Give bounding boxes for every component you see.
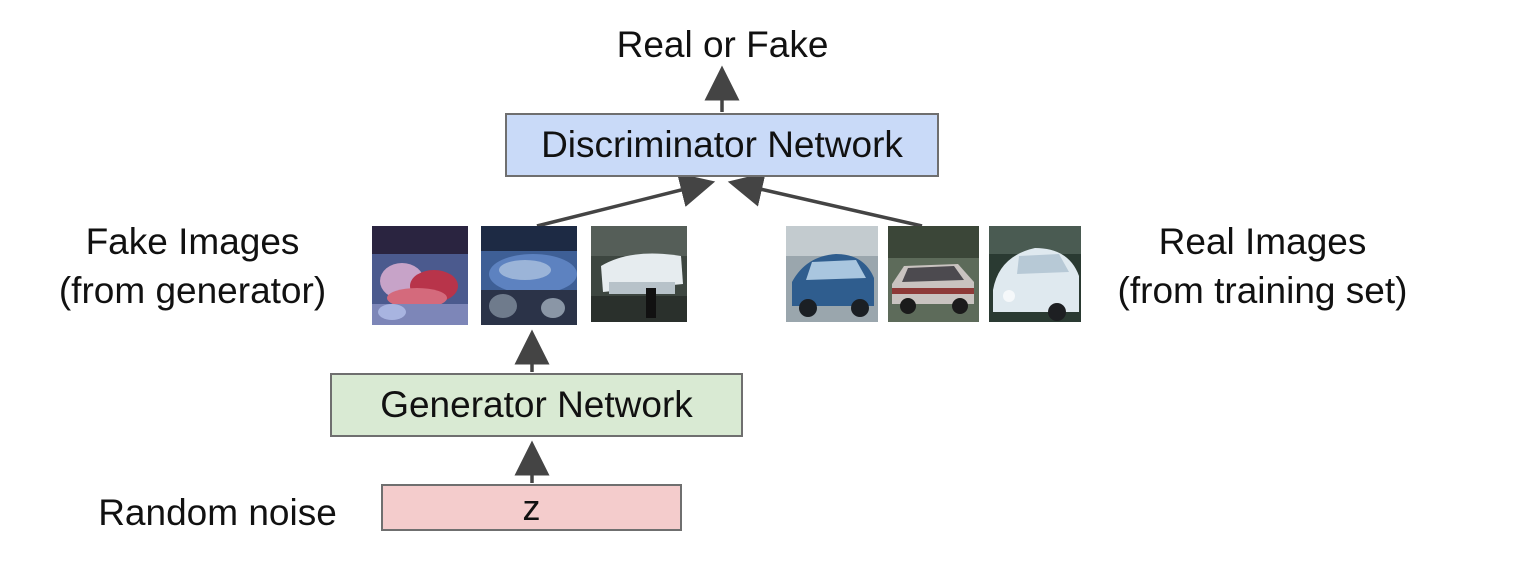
noise-vector-box: z: [381, 484, 682, 531]
silver-car-photo-icon: [888, 226, 979, 322]
real-image-thumbnail: [888, 226, 979, 322]
output-label: Real or Fake: [616, 24, 829, 65]
fake-image-thumbnail: [591, 226, 687, 322]
real-images-subtitle: (from training set): [1117, 270, 1408, 311]
fake-images-label: Fake Images (from generator): [30, 217, 355, 315]
arrow-fake-to-discriminator: [536, 172, 716, 228]
real-image-thumbnail: [989, 226, 1081, 322]
real-images-title: Real Images: [1158, 221, 1367, 262]
fake-image-thumbnail: [372, 226, 468, 325]
noise-vector-label: z: [522, 486, 541, 528]
blurry-generated-image-icon: [372, 226, 468, 325]
arrow-real-to-discriminator: [727, 172, 923, 228]
blurry-generated-car-image-icon: [591, 226, 687, 322]
fake-image-thumbnail: [481, 226, 577, 325]
discriminator-network-box: Discriminator Network: [505, 113, 939, 177]
random-noise-label: Random noise: [98, 492, 337, 533]
blurry-generated-car-image-icon: [481, 226, 577, 325]
white-car-photo-icon: [989, 226, 1081, 322]
generator-label: Generator Network: [380, 384, 693, 425]
real-images-label: Real Images (from training set): [1090, 217, 1435, 315]
discriminator-label: Discriminator Network: [541, 124, 903, 165]
fake-images-subtitle: (from generator): [58, 270, 327, 311]
generator-network-box: Generator Network: [330, 373, 743, 437]
real-image-thumbnail: [786, 226, 878, 322]
fake-images-title: Fake Images: [85, 221, 300, 262]
blue-car-photo-icon: [786, 226, 878, 322]
